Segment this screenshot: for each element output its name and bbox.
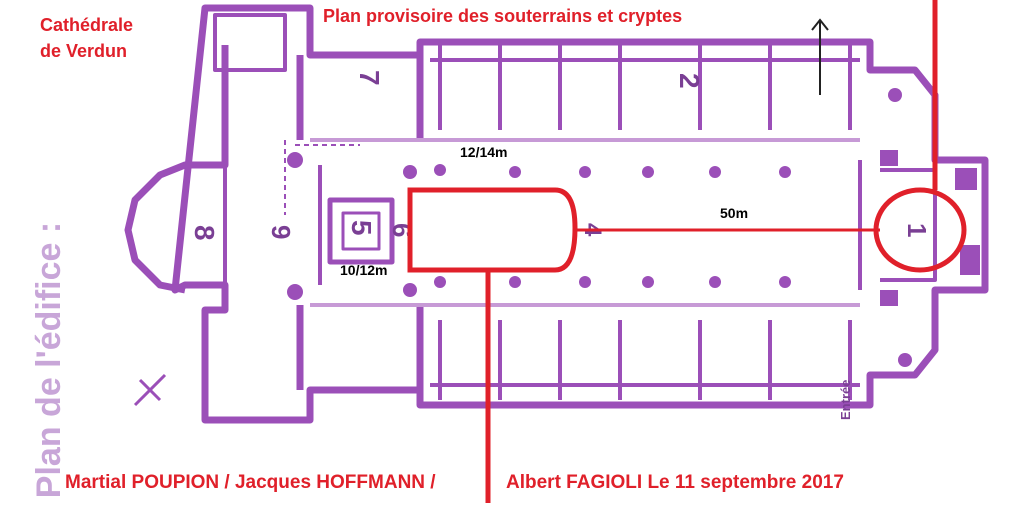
authors-left: Martial POUPION / Jacques HOFFMANN / (65, 472, 436, 493)
crypt-width-label: 10/12m (340, 262, 387, 278)
zone-label-7: 7 (354, 70, 385, 86)
side-title: Plan de l'édifice : (30, 221, 68, 499)
floor-plan-walls (124, 4, 989, 424)
entrance-label: Entrée (838, 380, 853, 420)
zone-label-1: 1 (902, 223, 932, 237)
site-title: Cathédrale de Verdun (40, 12, 133, 64)
plan-title: Plan provisoire des souterrains et crypt… (323, 6, 683, 26)
zone-label-5: 5 (346, 220, 377, 236)
compass-rose (133, 373, 167, 407)
site-title-line2: de Verdun (40, 41, 128, 61)
zone-label-2: 2 (674, 73, 705, 89)
dashed-passage (284, 140, 360, 215)
crypt-outline (407, 187, 578, 273)
zone-label-9: 9 (266, 225, 296, 239)
authors-right: Albert FAGIOLI Le 11 septembre 2017 (506, 472, 844, 493)
site-title-line1: Cathédrale (40, 15, 134, 35)
nave-width-label: 12/14m (460, 144, 507, 160)
cathedral-plan: 7 2 8 9 5 6 4 1 Entrée 12/14m 10/12m 50m (124, 0, 989, 503)
apse-circle (873, 187, 967, 273)
zone-label-8: 8 (189, 225, 220, 241)
distance-label: 50m (720, 205, 748, 221)
annotation-lines (407, 0, 967, 503)
nave-columns (287, 88, 980, 367)
north-arrow (811, 18, 829, 95)
